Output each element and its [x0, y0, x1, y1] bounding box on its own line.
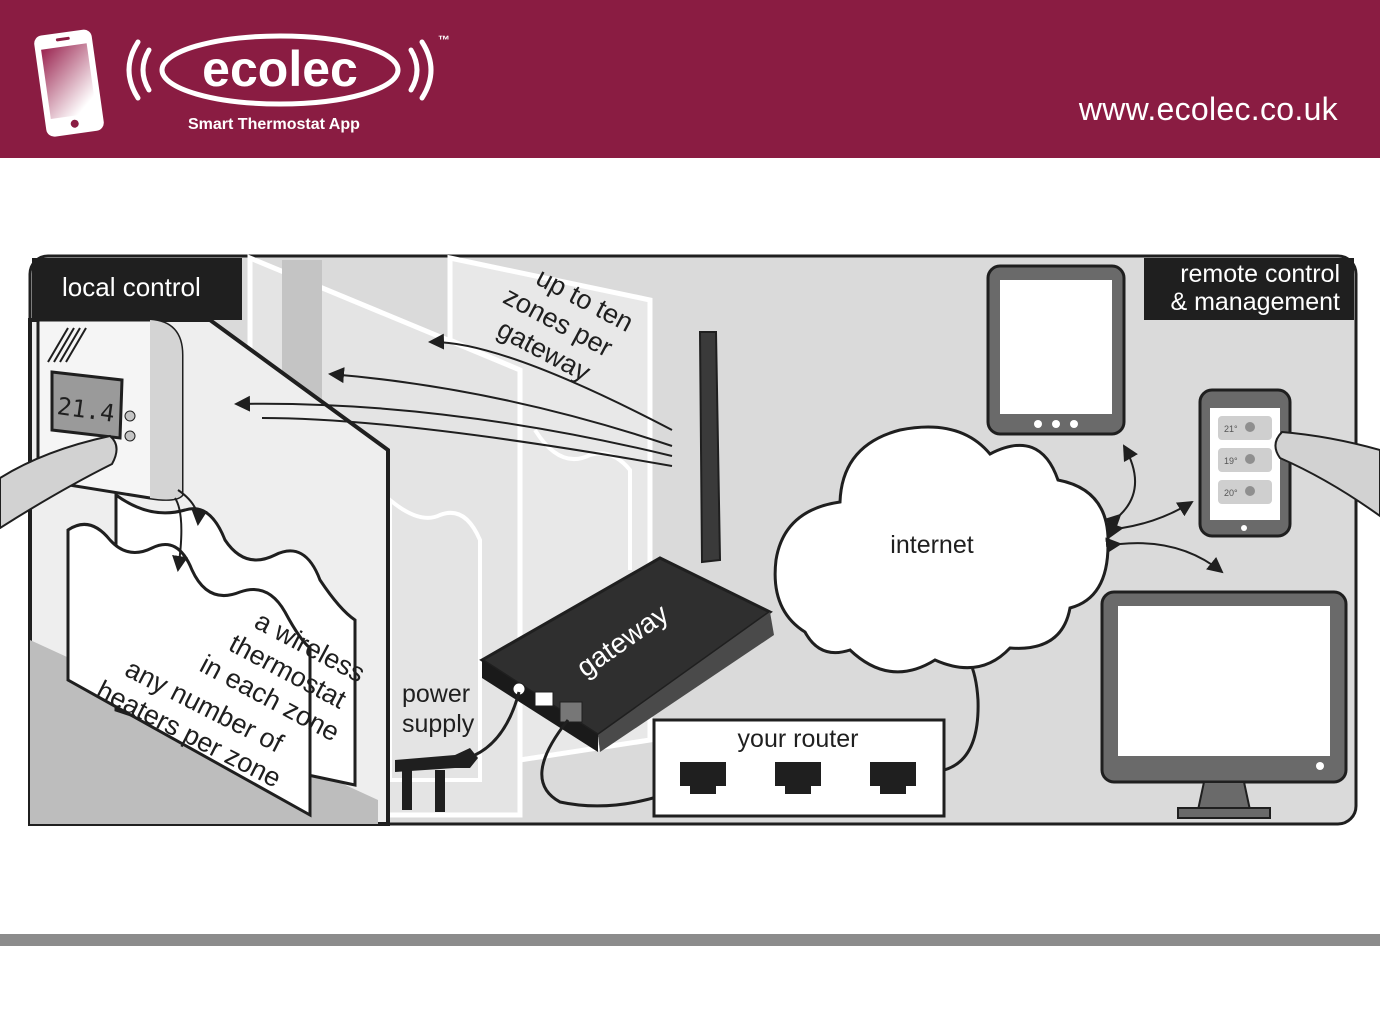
ecolec-logo: ecolec ™	[118, 30, 458, 112]
footer-divider	[0, 934, 1380, 946]
phone-device: 21° 19° 20°	[1200, 390, 1290, 536]
logo-tagline: Smart Thermostat App	[188, 116, 360, 134]
logo-wordmark: ecolec	[202, 41, 358, 97]
tablet-device	[988, 266, 1124, 434]
local-control-label: local control	[62, 272, 201, 302]
power-supply-line-2: supply	[402, 710, 475, 738]
remote-control-line-2: & management	[1170, 288, 1340, 316]
router-box: your router	[654, 720, 944, 816]
internet-label: internet	[890, 531, 973, 559]
system-diagram: 21.4 local control a wireless thermostat…	[0, 240, 1380, 840]
trademark-symbol: ™	[438, 33, 450, 47]
header-bar: ecolec ™ Smart Thermostat App www.ecolec…	[0, 0, 1380, 158]
phone-temp-2: 19°	[1224, 456, 1238, 466]
phone-temp-3: 20°	[1224, 488, 1238, 498]
power-supply-line-1: power	[402, 680, 470, 708]
website-link[interactable]: www.ecolec.co.uk	[1079, 91, 1338, 128]
phone-temp-1: 21°	[1224, 424, 1238, 434]
smartphone-icon	[30, 26, 110, 140]
remote-control-line-1: remote control	[1180, 260, 1340, 288]
router-label: your router	[738, 725, 859, 753]
